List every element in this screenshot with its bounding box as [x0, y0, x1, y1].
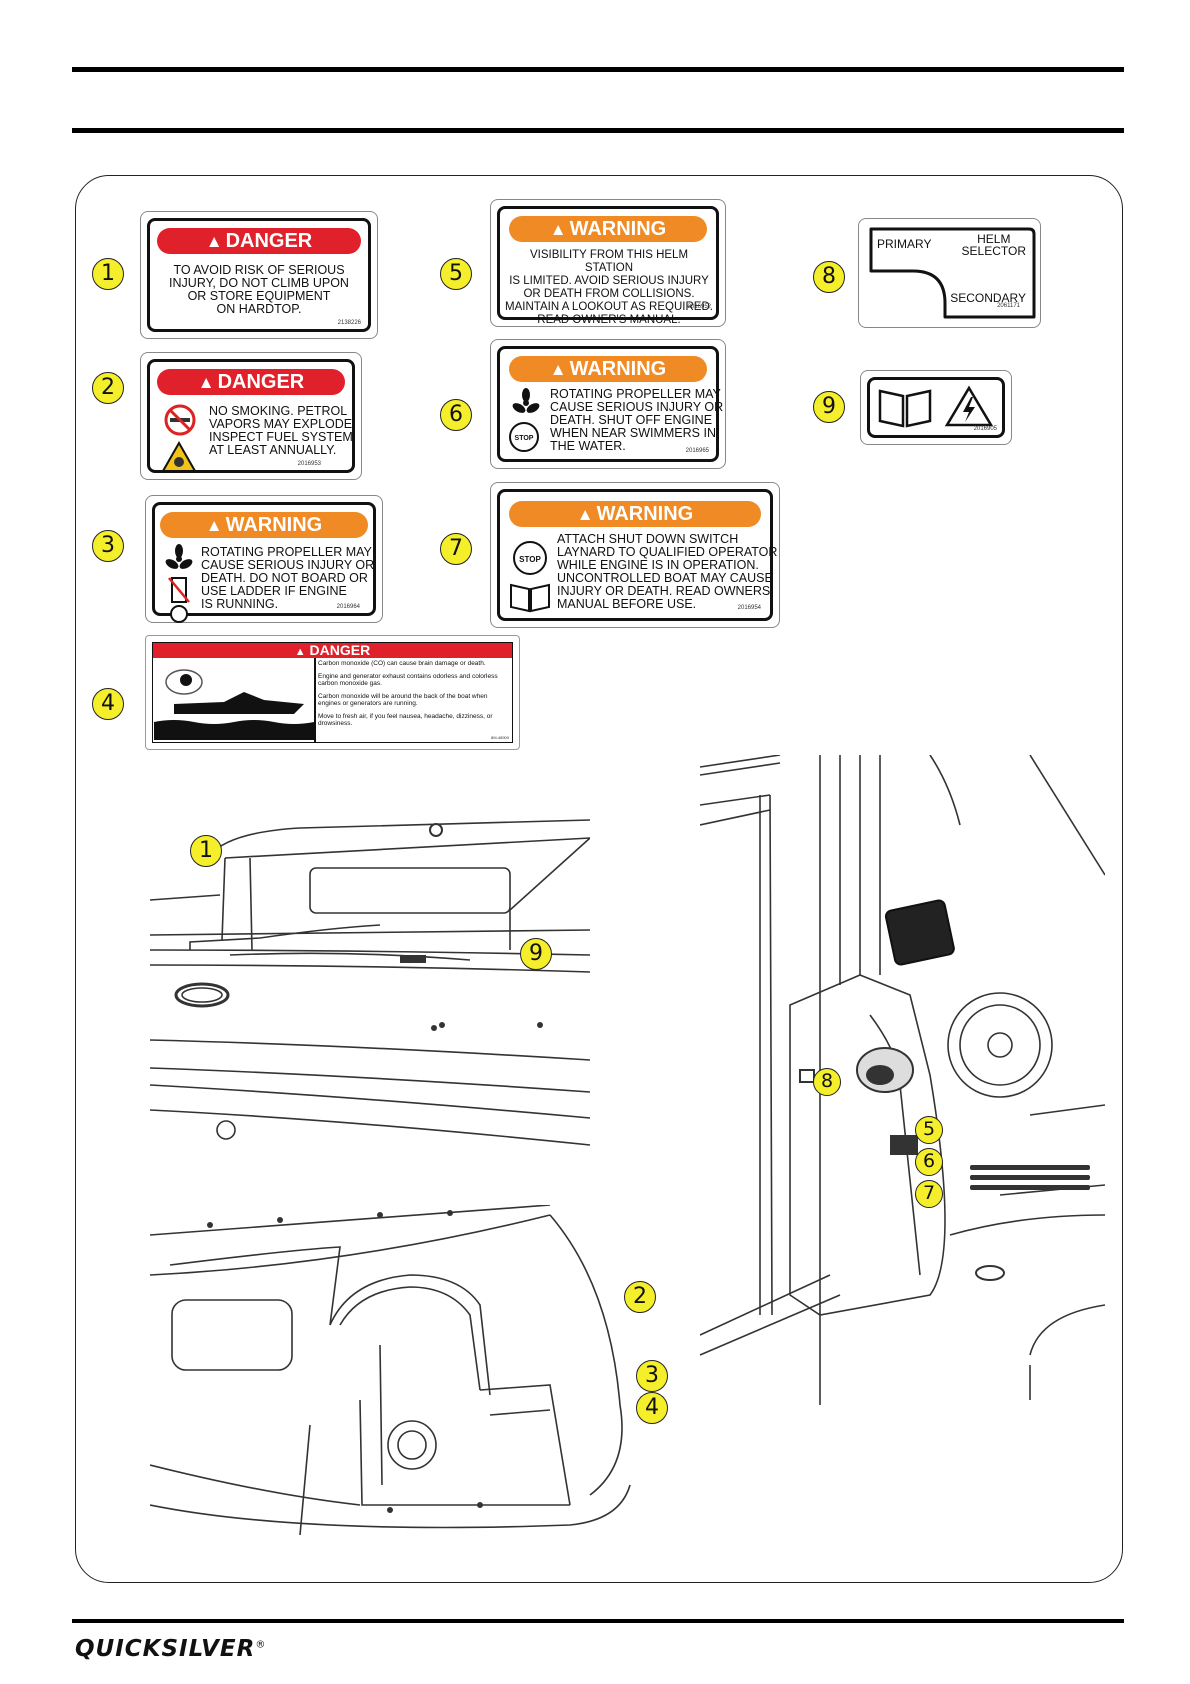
helm-selector-label: HELM SELECTOR [961, 232, 1026, 258]
part-number: 2016952 [687, 304, 711, 310]
callout-number: 4 [92, 688, 124, 720]
decal-text: TO AVOID RISK OF SERIOUS INJURY, DO NOT … [169, 263, 349, 316]
no-smoking-icon [164, 404, 196, 436]
decal-9-manual-shock: 2016905 [860, 370, 1012, 445]
secondary-label: SECONDARY [950, 291, 1026, 305]
danger-banner: ▲ DANGER [153, 643, 512, 658]
callout-number: 9 [520, 938, 552, 970]
electrical-hazard-icon [945, 385, 993, 427]
warning-banner: ▲WARNING [509, 216, 707, 242]
decal-1-danger-hardtop: ▲DANGER TO AVOID RISK OF SERIOUS INJURY,… [140, 211, 378, 339]
explosion-hazard-icon [161, 441, 197, 472]
decal-text: ROTATING PROPELLER MAY CAUSE SERIOUS INJ… [201, 545, 375, 611]
warning-banner: ▲WARNING [509, 501, 761, 527]
decal-text: NO SMOKING. PETROL VAPORS MAY EXPLODE. I… [209, 404, 356, 457]
part-number: 8M-48900 [490, 735, 509, 740]
warning-triangle-icon: ▲ [205, 232, 223, 251]
content-frame [75, 175, 1123, 1583]
co-exhaust-illustration [154, 669, 314, 740]
callout-number: 6 [440, 399, 472, 431]
part-number: 2016954 [737, 605, 761, 611]
callout-number: 1 [92, 258, 124, 290]
part-number: 2138226 [337, 320, 361, 326]
decal-text: Carbon monoxide (CO) can cause brain dam… [318, 660, 498, 727]
header-rule-top [72, 67, 1124, 72]
callout-number: 5 [915, 1116, 943, 1144]
boat-cockpit-illustration [150, 1205, 631, 1536]
no-ladder-icon [168, 577, 190, 623]
owners-manual-icon [878, 389, 932, 428]
part-number: 2016965 [685, 448, 709, 454]
warning-banner: ▲WARNING [160, 512, 368, 538]
helm-station-illustration [700, 755, 1105, 1405]
decal-8-helm-selector: PRIMARY HELM SELECTOR SECONDARY 2061171 [858, 218, 1041, 328]
callout-number: 6 [915, 1148, 943, 1176]
danger-banner: ▲DANGER [157, 369, 345, 395]
callout-number: 7 [440, 533, 472, 565]
callout-number: 9 [813, 391, 845, 423]
callout-number: 5 [440, 258, 472, 290]
decal-2-danger-fuel: ▲DANGER NO SMOKING. PETROL VAPORS MAY EX… [140, 352, 362, 480]
stop-switch-icon: STOP [509, 422, 539, 452]
stop-switch-icon: STOP [513, 541, 547, 575]
part-number: 2016964 [336, 604, 360, 610]
warning-triangle-icon: ▲ [576, 505, 594, 524]
decal-6-warning-swimmers: ▲WARNING STOP ROTATING PROPELLER MAY CAU… [490, 339, 726, 469]
warning-triangle-icon: ▲ [549, 360, 567, 379]
propeller-icon [512, 388, 540, 413]
callout-number: 3 [636, 1360, 668, 1392]
callout-number: 8 [813, 261, 845, 293]
decal-text: ROTATING PROPELLER MAY CAUSE SERIOUS INJ… [550, 387, 724, 453]
header-rule-bottom [72, 128, 1124, 133]
decal-3-warning-ladder: ▲WARNING ROTATING PROPELLER MAY CAUSE SE… [145, 495, 383, 623]
callout-number: 2 [92, 372, 124, 404]
callout-number: 8 [813, 1068, 841, 1096]
decal-4-danger-co: ▲ DANGER Carbon monoxide (CO) can cause … [145, 635, 520, 750]
warning-triangle-icon: ▲ [549, 220, 567, 239]
propeller-icon [165, 544, 193, 569]
warning-banner: ▲WARNING [509, 356, 707, 382]
decal-7-warning-lanyard: ▲WARNING STOP ATTACH SHUT DOWN SWITCH LA… [490, 482, 780, 628]
warning-triangle-icon: ▲ [197, 373, 215, 392]
decal-text: VISIBILITY FROM THIS HELM STATION IS LIM… [505, 249, 713, 326]
callout-number: 7 [915, 1180, 943, 1208]
warning-triangle-icon: ▲ [294, 646, 306, 658]
danger-banner: ▲DANGER [157, 228, 361, 254]
callout-number: 3 [92, 530, 124, 562]
part-number: 2016953 [297, 461, 321, 467]
part-number: 2061171 [997, 303, 1020, 309]
decal-5-warning-visibility: ▲WARNING VISIBILITY FROM THIS HELM STATI… [490, 199, 726, 327]
footer-rule [72, 1619, 1124, 1623]
quicksilver-logo: QUICKSILVER® [75, 1636, 267, 1662]
decal-text: ATTACH SHUT DOWN SWITCH LAYNARD TO QUALI… [557, 532, 778, 611]
callout-number: 2 [624, 1281, 656, 1313]
callout-number: 4 [636, 1392, 668, 1424]
primary-label: PRIMARY [877, 237, 932, 251]
part-number: 2016905 [973, 426, 997, 432]
warning-triangle-icon: ▲ [205, 516, 223, 535]
callout-number: 1 [190, 835, 222, 867]
owners-manual-icon [510, 583, 550, 613]
